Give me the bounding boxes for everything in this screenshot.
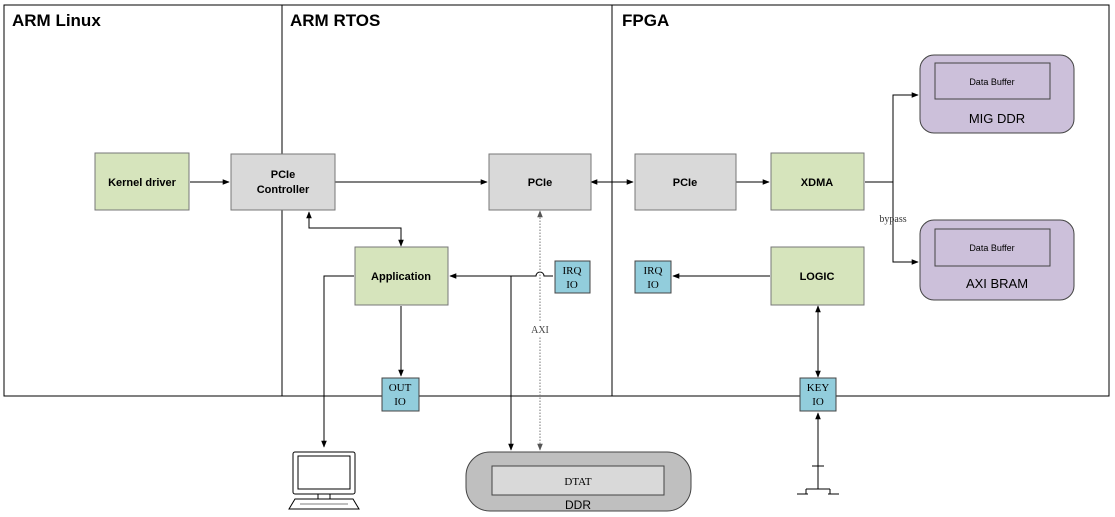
fpga-pcie-block: PCIe bbox=[634, 153, 737, 211]
kernel-driver-label: Kernel driver bbox=[108, 177, 177, 189]
axi-bram-label: AXI BRAM bbox=[966, 276, 1028, 291]
region-title-fpga: FPGA bbox=[622, 11, 669, 30]
xdma-label: XDMA bbox=[801, 177, 833, 189]
mig-ddr-label: MIG DDR bbox=[969, 111, 1025, 126]
region-title-arm-linux: ARM Linux bbox=[12, 11, 101, 30]
rtos-pcie-block: PCIe bbox=[488, 153, 592, 211]
key-io-line1: KEY bbox=[807, 382, 830, 394]
computer-monitor-icon bbox=[288, 451, 360, 510]
out-io-line2: IO bbox=[394, 396, 406, 408]
application-block: Application bbox=[354, 246, 449, 306]
ddr-memory: DTAT DDR bbox=[465, 451, 692, 512]
logic-block: LOGIC bbox=[770, 246, 865, 306]
mig-ddr-memory: Data Buffer MIG DDR bbox=[919, 54, 1075, 134]
fpga-pcie-label: PCIe bbox=[673, 177, 697, 189]
application-label: Application bbox=[371, 271, 431, 283]
ddr-label: DDR bbox=[565, 498, 591, 512]
logic-label: LOGIC bbox=[800, 271, 835, 283]
key-io: KEY IO bbox=[799, 377, 837, 412]
pcie-controller-block: PCIe Controller bbox=[230, 153, 336, 211]
xdma-block: XDMA bbox=[770, 152, 865, 211]
irq-io-rtos-line1: IRQ bbox=[563, 265, 582, 277]
irq-io-rtos: IRQ IO bbox=[554, 260, 591, 294]
rtos-pcie-label: PCIe bbox=[528, 177, 552, 189]
ddr-dtat-label: DTAT bbox=[564, 476, 592, 488]
region-title-arm-rtos: ARM RTOS bbox=[290, 11, 380, 30]
bypass-label: bypass bbox=[879, 214, 906, 225]
mig-data-buffer-label: Data Buffer bbox=[969, 77, 1014, 87]
connectors bbox=[190, 92, 919, 466]
kernel-driver-block: Kernel driver bbox=[94, 152, 190, 211]
irq-io-fpga-line1: IRQ bbox=[644, 265, 663, 277]
irq-io-fpga: IRQ IO bbox=[634, 260, 672, 294]
out-io-line1: OUT bbox=[389, 382, 412, 394]
key-io-line2: IO bbox=[812, 396, 824, 408]
axi-label-bg bbox=[531, 322, 549, 336]
irq-io-fpga-line2: IO bbox=[647, 279, 659, 291]
pcie-controller-label-line2: Controller bbox=[257, 184, 310, 196]
irq-io-rtos-line2: IO bbox=[566, 279, 578, 291]
push-button-switch-icon bbox=[797, 465, 839, 495]
axi-bram-memory: Data Buffer AXI BRAM bbox=[919, 219, 1075, 301]
pcie-controller-label-line1: PCIe bbox=[271, 169, 295, 181]
axi-data-buffer-label: Data Buffer bbox=[969, 243, 1014, 253]
axi-label: AXI bbox=[531, 325, 549, 336]
out-io: OUT IO bbox=[381, 377, 420, 412]
